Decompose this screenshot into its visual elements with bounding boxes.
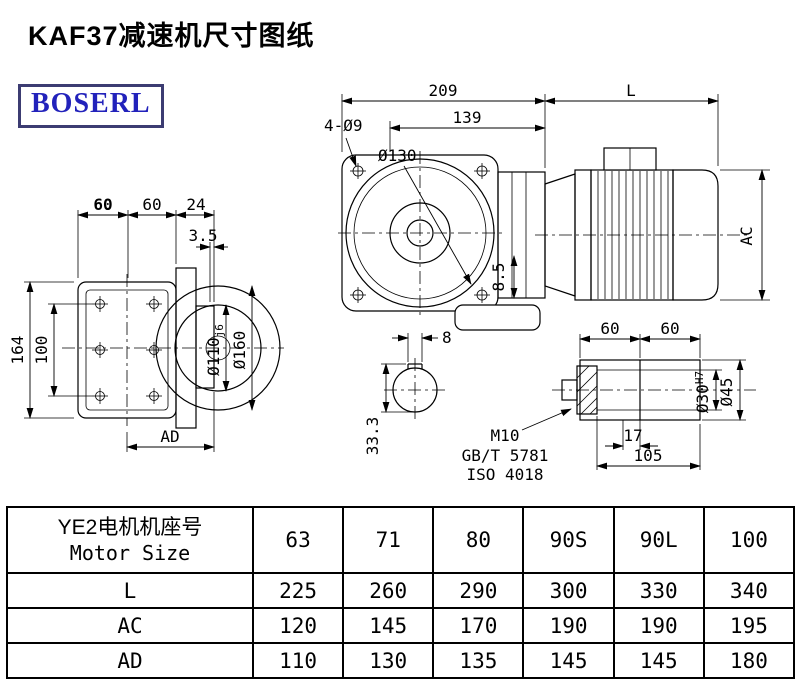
dim-8-5-label: 8.5 [489,263,508,292]
value-cell: 290 [432,572,525,609]
keyway-depth-label: 33.3 [363,417,382,456]
flange-od-label: Ø160 [230,331,249,370]
row-label: L [6,572,254,609]
value-cell: 170 [432,607,525,644]
row-label: AD [6,642,254,679]
col-header: 90L [612,506,705,574]
dim-L-label: L [626,81,636,100]
col-header: 71 [342,506,435,574]
value-cell: 135 [432,642,525,679]
side-view: 60 60 24 3.5 164 100 AD Ø110j6 Ø160 [8,195,284,452]
dim-209-label: 209 [429,81,458,100]
spigot-circle [174,304,262,392]
table-header-row: YE2电机机座号 Motor Size 63 71 80 90S 90L 100 [6,506,796,574]
bolt-circle-label: Ø130 [378,146,417,165]
shaft-detail: 60 60 17 105 Ø30H7 Ø45 M10 GB/T 5781 ISO… [462,319,756,484]
value-cell: 190 [522,607,615,644]
brand-logo: BOSERL [18,84,164,128]
mounting-holes [92,296,162,404]
bolt-holes-label: 4-Ø9 [324,116,363,135]
dim-AD-label: AD [160,427,179,446]
value-cell: 180 [702,642,796,679]
row-label: AC [6,607,254,644]
value-cell: 145 [342,607,435,644]
motor-rear-cap [672,169,719,301]
washer-hatching [576,365,598,415]
dim-100-label: 100 [32,336,51,365]
dim-AC-label: AC [737,226,756,245]
dim-24-label: 24 [186,195,205,214]
motor-size-header-en: Motor Size [69,541,191,565]
dim-60c-label: 60 [600,319,619,338]
dimension-table: YE2电机机座号 Motor Size 63 71 80 90S 90L 100… [6,506,796,679]
page-title: KAF37减速机尺寸图纸 [28,21,315,51]
gearbox-sump [454,304,541,331]
spigot-diameter-label: Ø110j6 [204,324,226,376]
table-row-AD: AD 110 130 135 145 145 180 [6,642,796,679]
value-cell: 110 [251,642,345,679]
value-cell: 190 [612,607,705,644]
value-cell: 145 [522,642,615,679]
shaft-od-label: Ø45 [717,378,736,407]
value-cell: 145 [612,642,705,679]
dim-60d-label: 60 [660,319,679,338]
value-cell: 300 [522,572,615,609]
value-cell: 330 [612,572,705,609]
value-cell: 195 [702,607,796,644]
dim-164-label: 164 [8,336,27,365]
flange-od-circle [155,285,281,411]
front-view: 209 L 139 4-Ø9 Ø130 AC 8.5 [324,81,770,331]
table-row-AC: AC 120 145 170 190 190 195 [6,607,796,644]
col-header: 63 [251,506,345,574]
value-cell: 120 [251,607,345,644]
flange-bolt-holes [350,163,490,303]
motor-size-header-cn: YE2电机机座号 [57,516,203,539]
col-header: 90S [522,506,615,574]
table-row-L: L 225 260 290 300 330 340 [6,572,796,609]
output-hub [195,305,215,389]
keyway-width-label: 8 [442,328,452,347]
dim-60b-label: 60 [142,195,161,214]
thread-label: M10 [491,426,520,445]
value-cell: 340 [702,572,796,609]
motor-size-header: YE2电机机座号 Motor Size [6,506,254,574]
dim-105-label: 105 [634,446,663,465]
shaft-cross-section: 8 33.3 [363,328,452,455]
dim-3-5-label: 3.5 [189,226,218,245]
value-cell: 130 [342,642,435,679]
brand-logo-text: BOSERL [31,88,151,119]
standard-gb-label: GB/T 5781 [462,446,549,465]
col-header: 100 [702,506,796,574]
dim-17-label: 17 [623,426,642,445]
dim-60a-label: 60 [93,195,112,214]
bore-diameter-label: Ø30H7 [693,371,712,413]
col-header: 80 [432,506,525,574]
dim-139-label: 139 [453,108,482,127]
standard-iso-label: ISO 4018 [466,465,543,484]
value-cell: 225 [251,572,345,609]
value-cell: 260 [342,572,435,609]
dimension-drawing: 209 L 139 4-Ø9 Ø130 AC 8.5 [8,81,770,484]
